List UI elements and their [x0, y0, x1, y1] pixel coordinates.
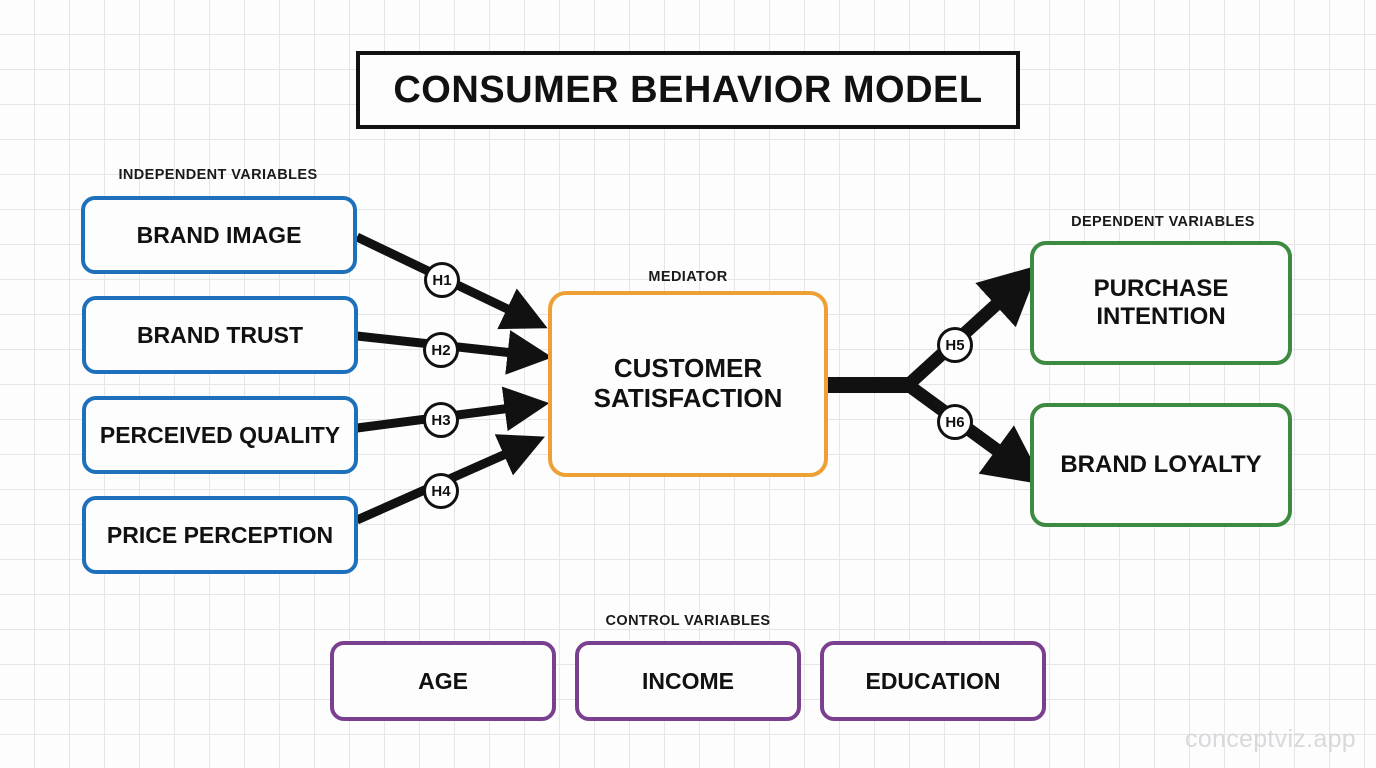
node-brand-trust[interactable]: BRAND TRUST	[82, 296, 358, 374]
node-label: EDUCATION	[865, 667, 1001, 694]
section-label-dependent: DEPENDENT VARIABLES	[1071, 214, 1255, 230]
hypothesis-badge-h2[interactable]: H2	[423, 332, 459, 368]
section-label-independent: INDEPENDENT VARIABLES	[118, 167, 318, 183]
node-perceived-quality[interactable]: PERCEIVED QUALITY	[82, 396, 358, 474]
diagram-title-box: CONSUMER BEHAVIOR MODEL	[356, 51, 1020, 129]
node-label: PRICE PERCEPTION	[106, 521, 334, 548]
node-purchase-intention[interactable]: PURCHASE INTENTION	[1030, 241, 1292, 365]
hypothesis-badge-h6[interactable]: H6	[937, 404, 973, 440]
node-label: BRAND TRUST	[136, 321, 304, 348]
hypothesis-label: H6	[945, 413, 965, 431]
section-label-mediator: MEDIATOR	[648, 269, 728, 285]
node-brand-loyalty[interactable]: BRAND LOYALTY	[1030, 403, 1292, 527]
watermark: conceptviz.app	[1185, 725, 1356, 753]
hypothesis-badge-h5[interactable]: H5	[937, 327, 973, 363]
hypothesis-label: H5	[945, 336, 965, 354]
hypothesis-label: H1	[432, 271, 452, 289]
hypothesis-badge-h3[interactable]: H3	[423, 402, 459, 438]
node-label: BRAND LOYALTY	[1060, 451, 1262, 479]
node-education[interactable]: EDUCATION	[820, 641, 1046, 721]
node-income[interactable]: INCOME	[575, 641, 801, 721]
node-label: PERCEIVED QUALITY	[99, 421, 341, 448]
hypothesis-label: H3	[431, 411, 451, 429]
node-label: INCOME	[642, 667, 734, 694]
hypothesis-label: H4	[431, 482, 451, 500]
node-label: AGE	[418, 667, 468, 694]
page-title: CONSUMER BEHAVIOR MODEL	[393, 68, 983, 111]
hypothesis-label: H2	[431, 341, 451, 359]
hypothesis-badge-h1[interactable]: H1	[424, 262, 460, 298]
node-label: CUSTOMER SATISFACTION	[593, 353, 783, 413]
node-label: PURCHASE INTENTION	[1093, 275, 1229, 330]
node-price-perception[interactable]: PRICE PERCEPTION	[82, 496, 358, 574]
node-customer-satisfaction[interactable]: CUSTOMER SATISFACTION	[548, 291, 828, 477]
node-label: BRAND IMAGE	[136, 221, 302, 248]
hypothesis-badge-h4[interactable]: H4	[423, 473, 459, 509]
node-brand-image[interactable]: BRAND IMAGE	[81, 196, 357, 274]
section-label-control: CONTROL VARIABLES	[605, 613, 771, 629]
node-age[interactable]: AGE	[330, 641, 556, 721]
